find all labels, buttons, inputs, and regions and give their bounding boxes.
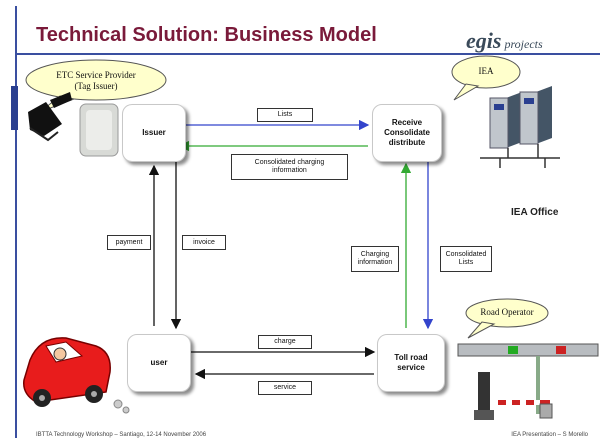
- toll-plaza-icon: [457, 343, 599, 420]
- footer-left: IBTTA Technology Workshop – Santiago, 12…: [36, 432, 207, 438]
- consolidated-lists-label: Consolidated Lists: [440, 246, 492, 272]
- consolidated-line1: Consolidated charging: [254, 159, 325, 166]
- receive-line3: distribute: [388, 138, 426, 147]
- server-icon: [489, 86, 552, 149]
- title-underline: [15, 53, 600, 55]
- user-label: user: [150, 358, 168, 367]
- receive-line1: Receive: [391, 118, 423, 127]
- slide-title: Technical Solution: Business Model: [36, 24, 377, 46]
- receive-line2: Consolidate: [384, 128, 430, 137]
- road-callout: [465, 298, 549, 339]
- receive-node: Receive Consolidate distribute: [372, 104, 442, 162]
- company-logo: egis projects: [466, 28, 543, 54]
- footer-right: IEA Presentation – S Morello: [511, 432, 588, 438]
- left-rule: [15, 6, 17, 438]
- issuer-label: Issuer: [142, 128, 166, 137]
- logo-main: egis: [466, 28, 502, 53]
- logo-sub: projects: [501, 37, 543, 51]
- receive-label: Receive Consolidate distribute: [384, 118, 430, 148]
- toll-line1: Toll road: [394, 353, 428, 362]
- invoice-label: invoice: [182, 235, 226, 250]
- user-node: user: [127, 334, 191, 392]
- consolidated-charging-label: Consolidated charging information: [231, 154, 348, 180]
- toll-road-node: Toll road service: [377, 334, 445, 392]
- network-lines: [480, 144, 560, 168]
- toll-line2: service: [397, 363, 425, 372]
- etc-callout-line1: ETC Service Provider: [56, 70, 136, 80]
- etc-callout-text: ETC Service Provider (Tag Issuer): [30, 70, 162, 92]
- payment-label: payment: [107, 235, 151, 250]
- phone-fax-icon: [28, 92, 72, 142]
- charge-label: charge: [258, 335, 312, 349]
- iea-callout-text: IEA: [478, 66, 494, 76]
- clists-line1: Consolidated: [445, 251, 487, 258]
- clists-line2: Lists: [458, 259, 474, 266]
- issuer-node: Issuer: [122, 104, 186, 162]
- tag-device-icon: [79, 103, 119, 157]
- charging-line1: Charging: [360, 251, 390, 258]
- etc-callout-line2: (Tag Issuer): [74, 81, 118, 91]
- iea-office-label: IEA Office: [511, 207, 559, 218]
- charging-info-label: Charging information: [351, 246, 399, 272]
- toll-road-label: Toll road service: [394, 353, 427, 373]
- car-icon: [23, 337, 130, 414]
- lists-label: Lists: [257, 108, 313, 122]
- left-rule-accent: [11, 86, 18, 130]
- iea-callout: [451, 55, 521, 101]
- charging-line2: information: [357, 259, 393, 266]
- consolidated-line2: information: [272, 167, 307, 174]
- road-callout-text: Road Operator: [480, 307, 534, 317]
- service-label: service: [258, 381, 312, 395]
